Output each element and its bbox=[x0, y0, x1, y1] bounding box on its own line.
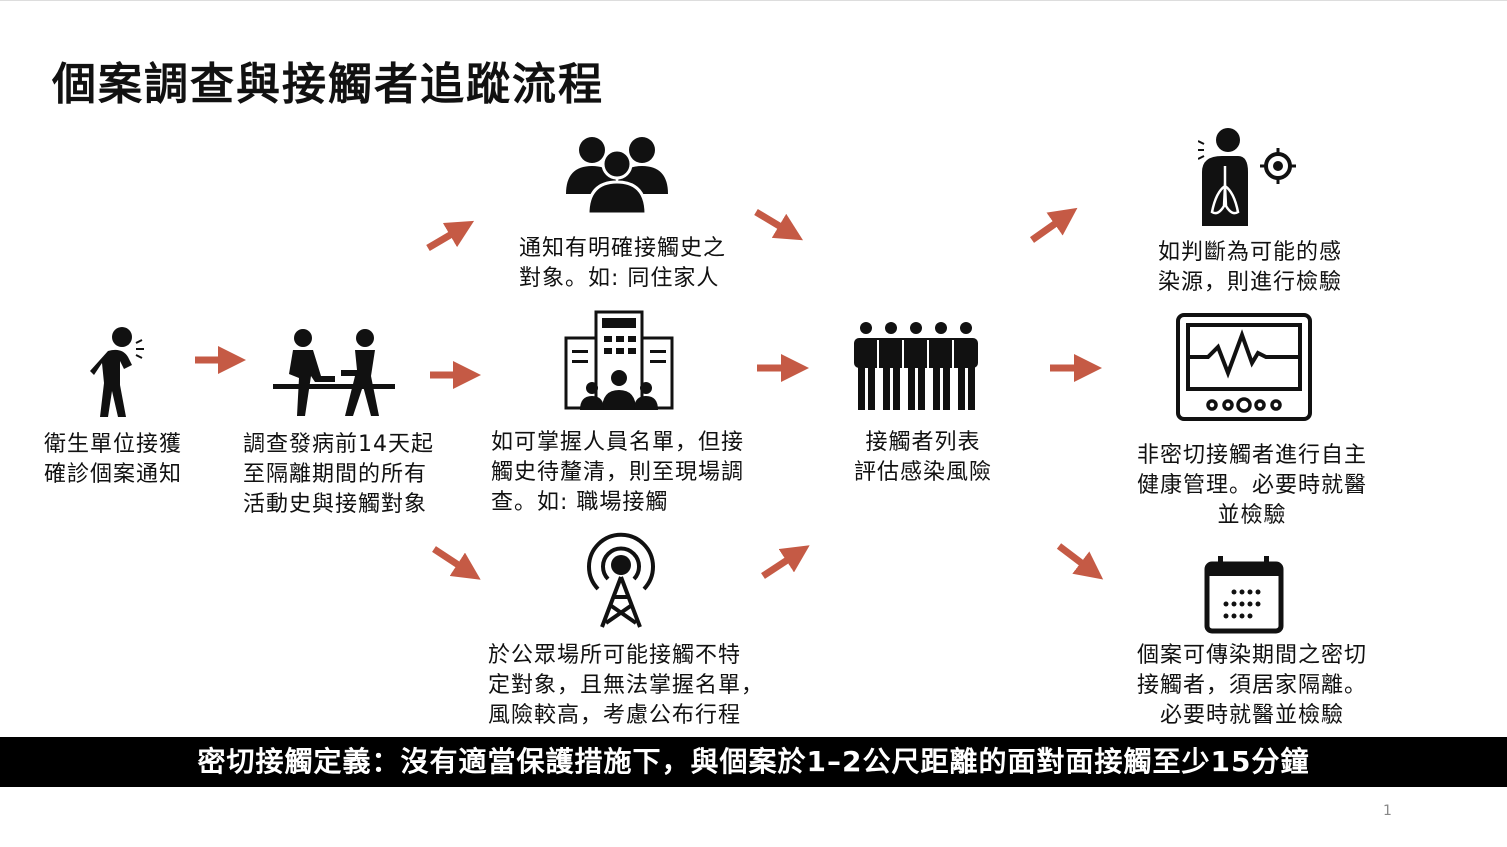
people-meeting-icon bbox=[273, 329, 395, 416]
arrow bbox=[1056, 543, 1104, 580]
divider bbox=[0, 0, 1507, 1]
page-title: 個案調查與接觸者追蹤流程 bbox=[52, 59, 604, 110]
step-non-close-text: 非密切接觸者進行自主 健康管理。必要時就醫 並檢驗 bbox=[1136, 443, 1367, 528]
office-building-icon bbox=[564, 310, 674, 410]
step-household-text: 通知有明確接觸史之 對象。如: 同住家人 bbox=[519, 236, 727, 291]
step-investigate-text: 調查發病前14天起 至隔離期間的所有 活動史與接觸對象 bbox=[243, 432, 434, 517]
arrow bbox=[1029, 207, 1078, 243]
arrow bbox=[754, 208, 804, 241]
step-close-contact-text: 個案可傳染期間之密切 接觸者，須居家隔離。 必要時就醫並檢驗 bbox=[1136, 643, 1367, 728]
page-number: 1 bbox=[1383, 803, 1392, 819]
definition-banner: 密切接觸定義：沒有適當保護措施下，與個案於1–2公尺距離的面對面接觸至少15分鐘 bbox=[0, 737, 1507, 787]
step-public-text: 於公眾場所可能接觸不特 定對象，且無法掌握名單， 風險較高，考慮公布行程 bbox=[488, 643, 765, 728]
broadcast-tower-icon bbox=[587, 532, 655, 628]
arrow bbox=[761, 545, 810, 579]
contact-crowd-icon bbox=[854, 322, 978, 410]
lungs-virus-icon bbox=[1198, 128, 1296, 226]
health-monitor-icon bbox=[1176, 313, 1312, 421]
group-icon bbox=[566, 137, 668, 214]
arrow bbox=[426, 220, 475, 252]
step-workplace-text: 如可掌握人員名單，但接 觸史待釐清，則至現場調 查。如: 職場接觸 bbox=[491, 430, 745, 515]
step-possible-source-text: 如判斷為可能的感 染源，則進行檢驗 bbox=[1157, 240, 1342, 295]
step-notify-text: 衛生單位接獲 確診個案通知 bbox=[44, 432, 183, 487]
arrow bbox=[432, 546, 481, 580]
coughing-person-icon bbox=[90, 327, 144, 417]
calendar-icon bbox=[1204, 556, 1284, 634]
step-contact-list-text: 接觸者列表 評估感染風險 bbox=[853, 430, 992, 485]
